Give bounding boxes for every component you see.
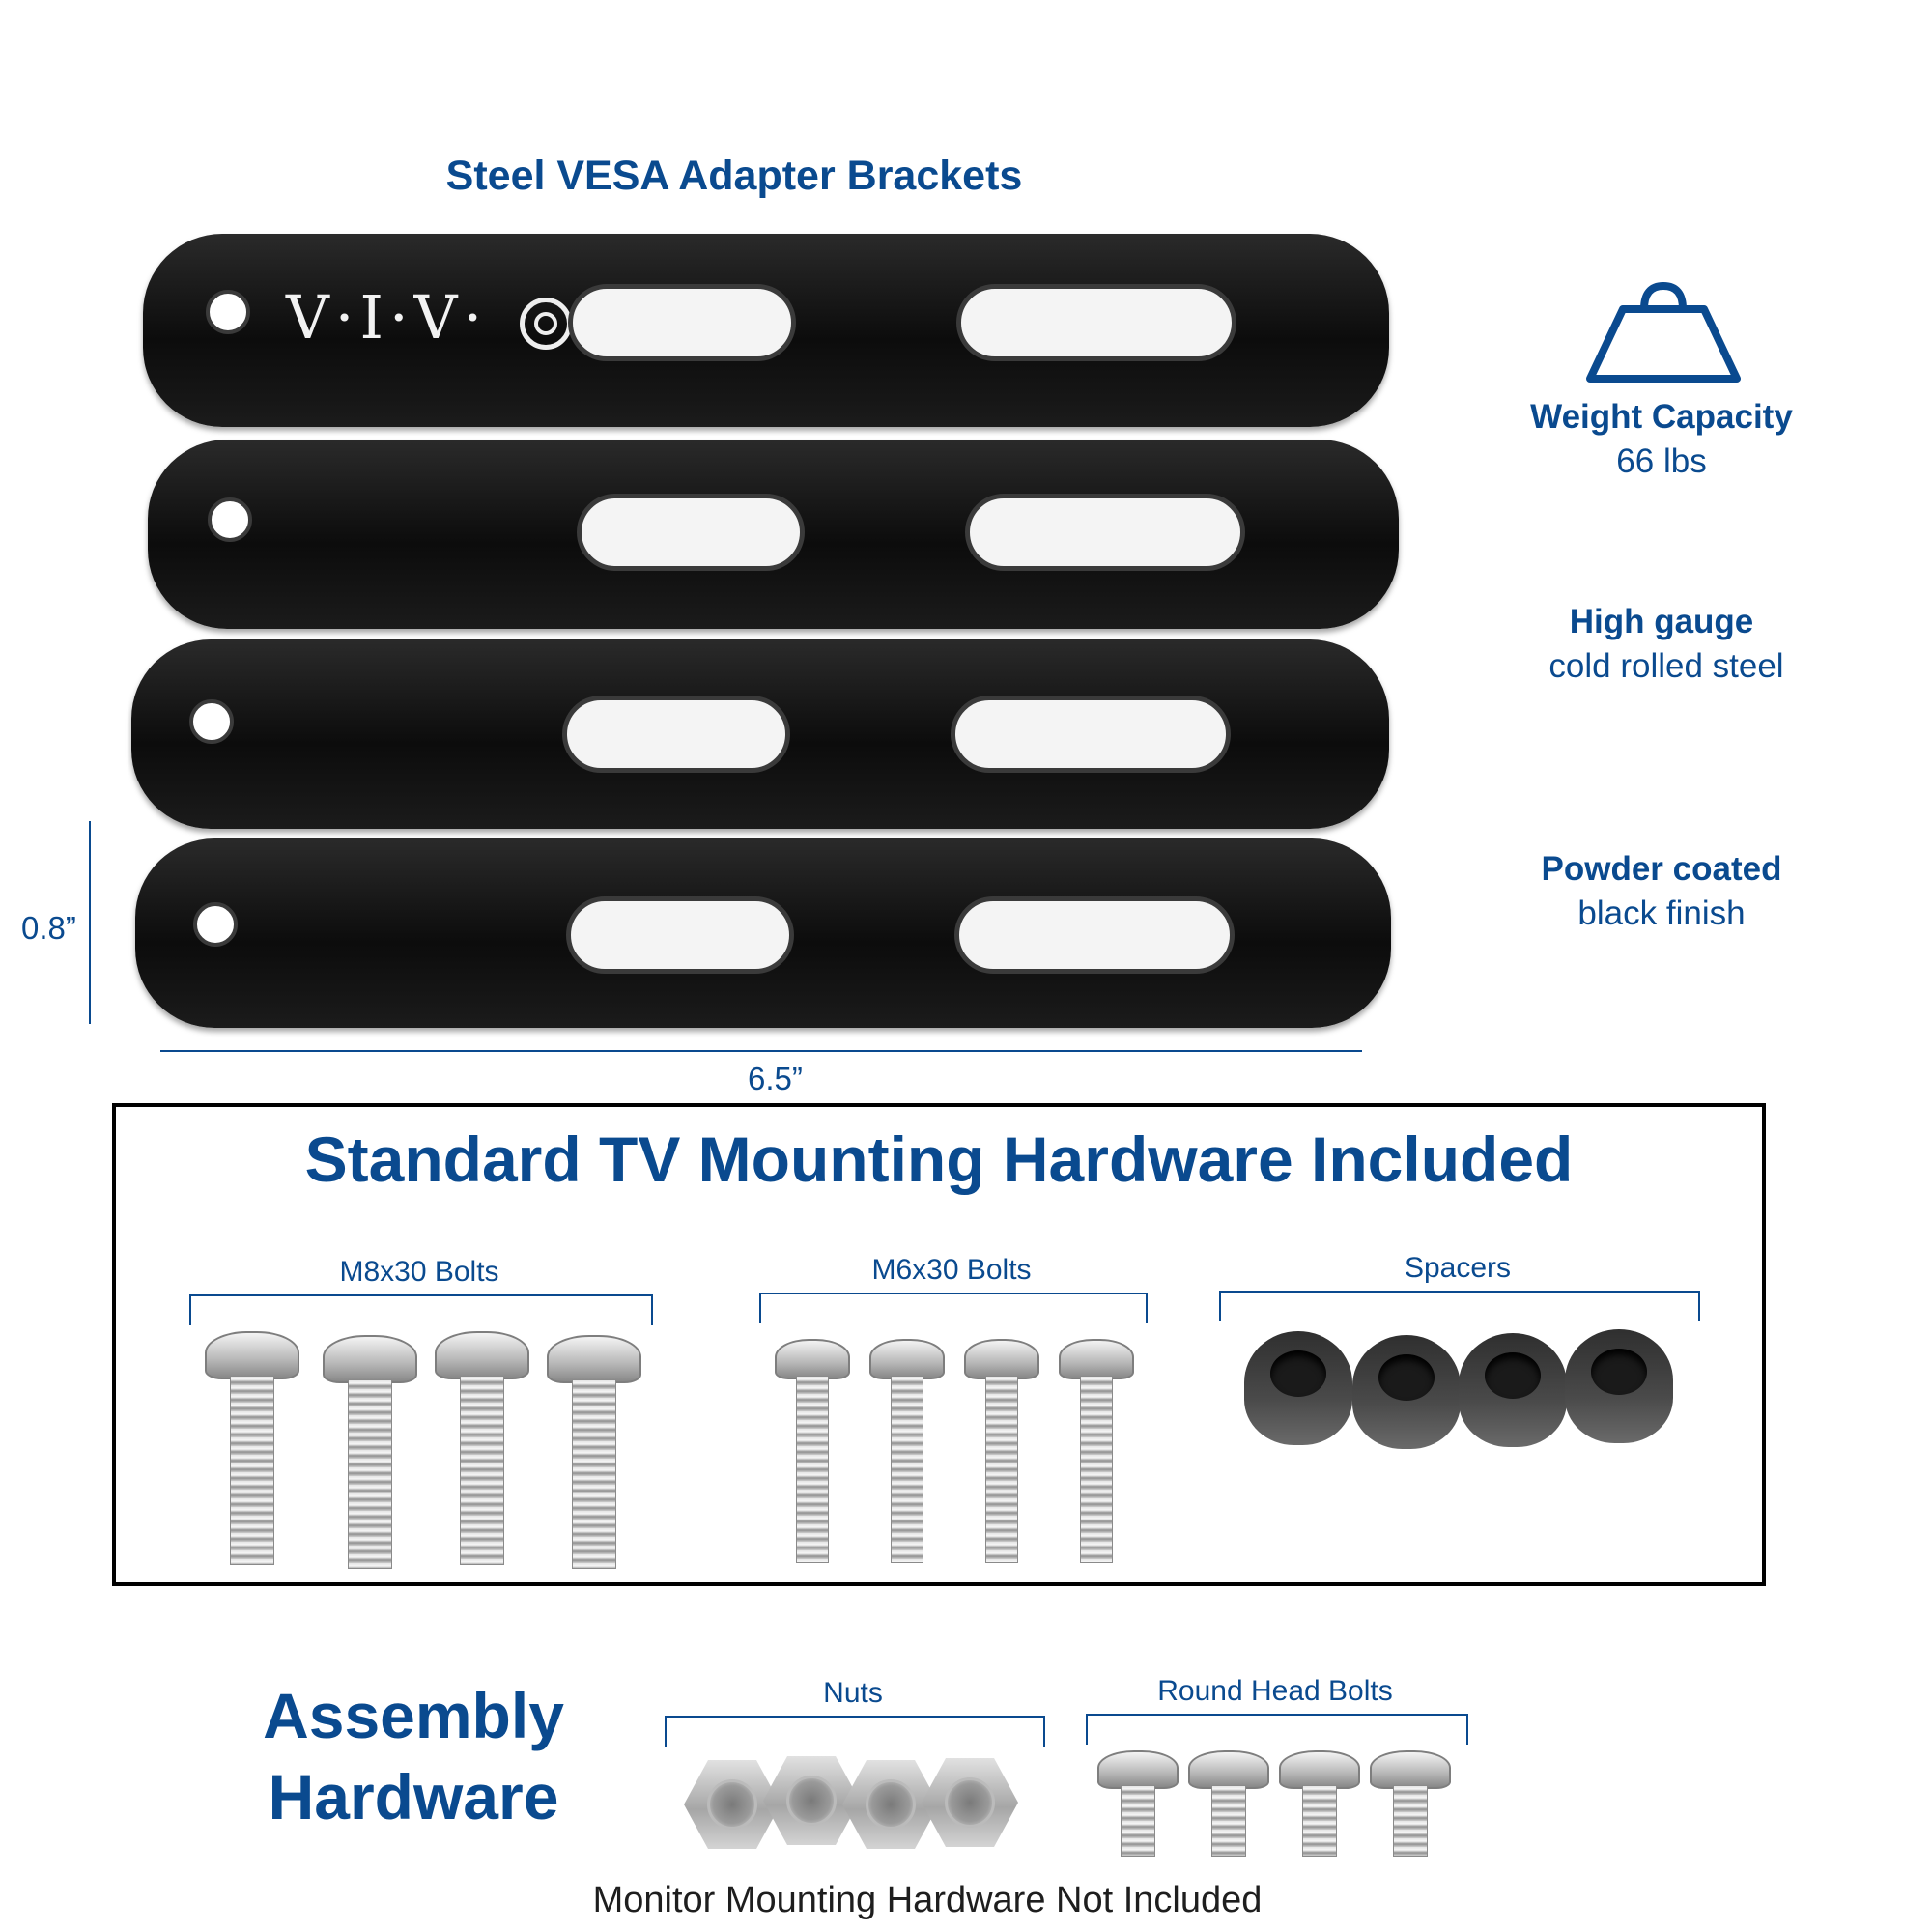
bracket-bar-1: V·I·V·	[143, 234, 1389, 427]
bracket-bar-2	[148, 440, 1399, 629]
bracket-slot	[577, 494, 805, 571]
feature-3-subtitle: black finish	[1577, 895, 1746, 932]
feature-2-title: High gauge	[1569, 603, 1754, 640]
feature-3-title: Powder coated	[1541, 850, 1782, 888]
bracket-hole	[206, 290, 250, 334]
round-head-bolts-bracket	[1086, 1714, 1468, 1745]
brackets-title: Steel VESA Adapter Brackets	[445, 153, 1023, 199]
height-dimension-line	[89, 821, 91, 1024]
assembly-title-line1: Assembly	[263, 1680, 564, 1751]
tv-hardware-box	[112, 1103, 1766, 1586]
spacer	[1352, 1335, 1461, 1449]
m6-bolts-bracket	[759, 1293, 1148, 1323]
bracket-slot	[954, 896, 1235, 974]
width-dimension-label: 6.5”	[748, 1061, 803, 1096]
spacer	[1459, 1333, 1567, 1447]
m8-bolts-bracket	[189, 1294, 653, 1325]
tv-hardware-title: Standard TV Mounting Hardware Included	[304, 1123, 1574, 1195]
weight-icon	[1584, 280, 1743, 384]
bracket-hole	[193, 902, 238, 947]
nut	[922, 1758, 1018, 1847]
nuts-label: Nuts	[823, 1677, 883, 1709]
m8-bolts-label: M8x30 Bolts	[339, 1256, 499, 1288]
m6-bolts-label: M6x30 Bolts	[871, 1254, 1032, 1286]
assembly-title-line2: Hardware	[268, 1761, 559, 1833]
bracket-slot	[562, 696, 790, 773]
bracket-stack: V·I·V·	[0, 0, 1449, 1063]
bracket-slot	[568, 284, 796, 361]
width-dimension-line	[160, 1050, 1362, 1052]
bracket-slot	[566, 896, 794, 974]
bracket-bar-4	[135, 838, 1391, 1028]
bracket-slot	[965, 494, 1245, 571]
feature-2-subtitle: cold rolled steel	[1548, 647, 1784, 685]
height-dimension-label: 0.8”	[21, 910, 76, 946]
bracket-slot	[951, 696, 1231, 773]
spacers-label: Spacers	[1404, 1252, 1512, 1284]
bracket-hole	[208, 497, 252, 542]
spacer	[1565, 1329, 1673, 1443]
nut	[684, 1760, 781, 1849]
feature-1-title: Weight Capacity	[1530, 398, 1793, 436]
feature-1-subtitle: 66 lbs	[1616, 442, 1707, 480]
vivo-logo: V·I·V·	[286, 282, 489, 353]
bracket-bar-3	[131, 639, 1389, 829]
spacers-bracket	[1219, 1291, 1700, 1321]
nut	[763, 1756, 860, 1845]
bracket-hole	[189, 699, 234, 744]
round-head-bolts-label: Round Head Bolts	[1157, 1675, 1393, 1707]
nuts-bracket	[665, 1716, 1045, 1747]
spacer	[1244, 1331, 1352, 1445]
bracket-slot	[956, 284, 1236, 361]
footer-note: Monitor Mounting Hardware Not Included	[592, 1880, 1263, 1920]
vivo-logo-icon	[520, 298, 572, 350]
